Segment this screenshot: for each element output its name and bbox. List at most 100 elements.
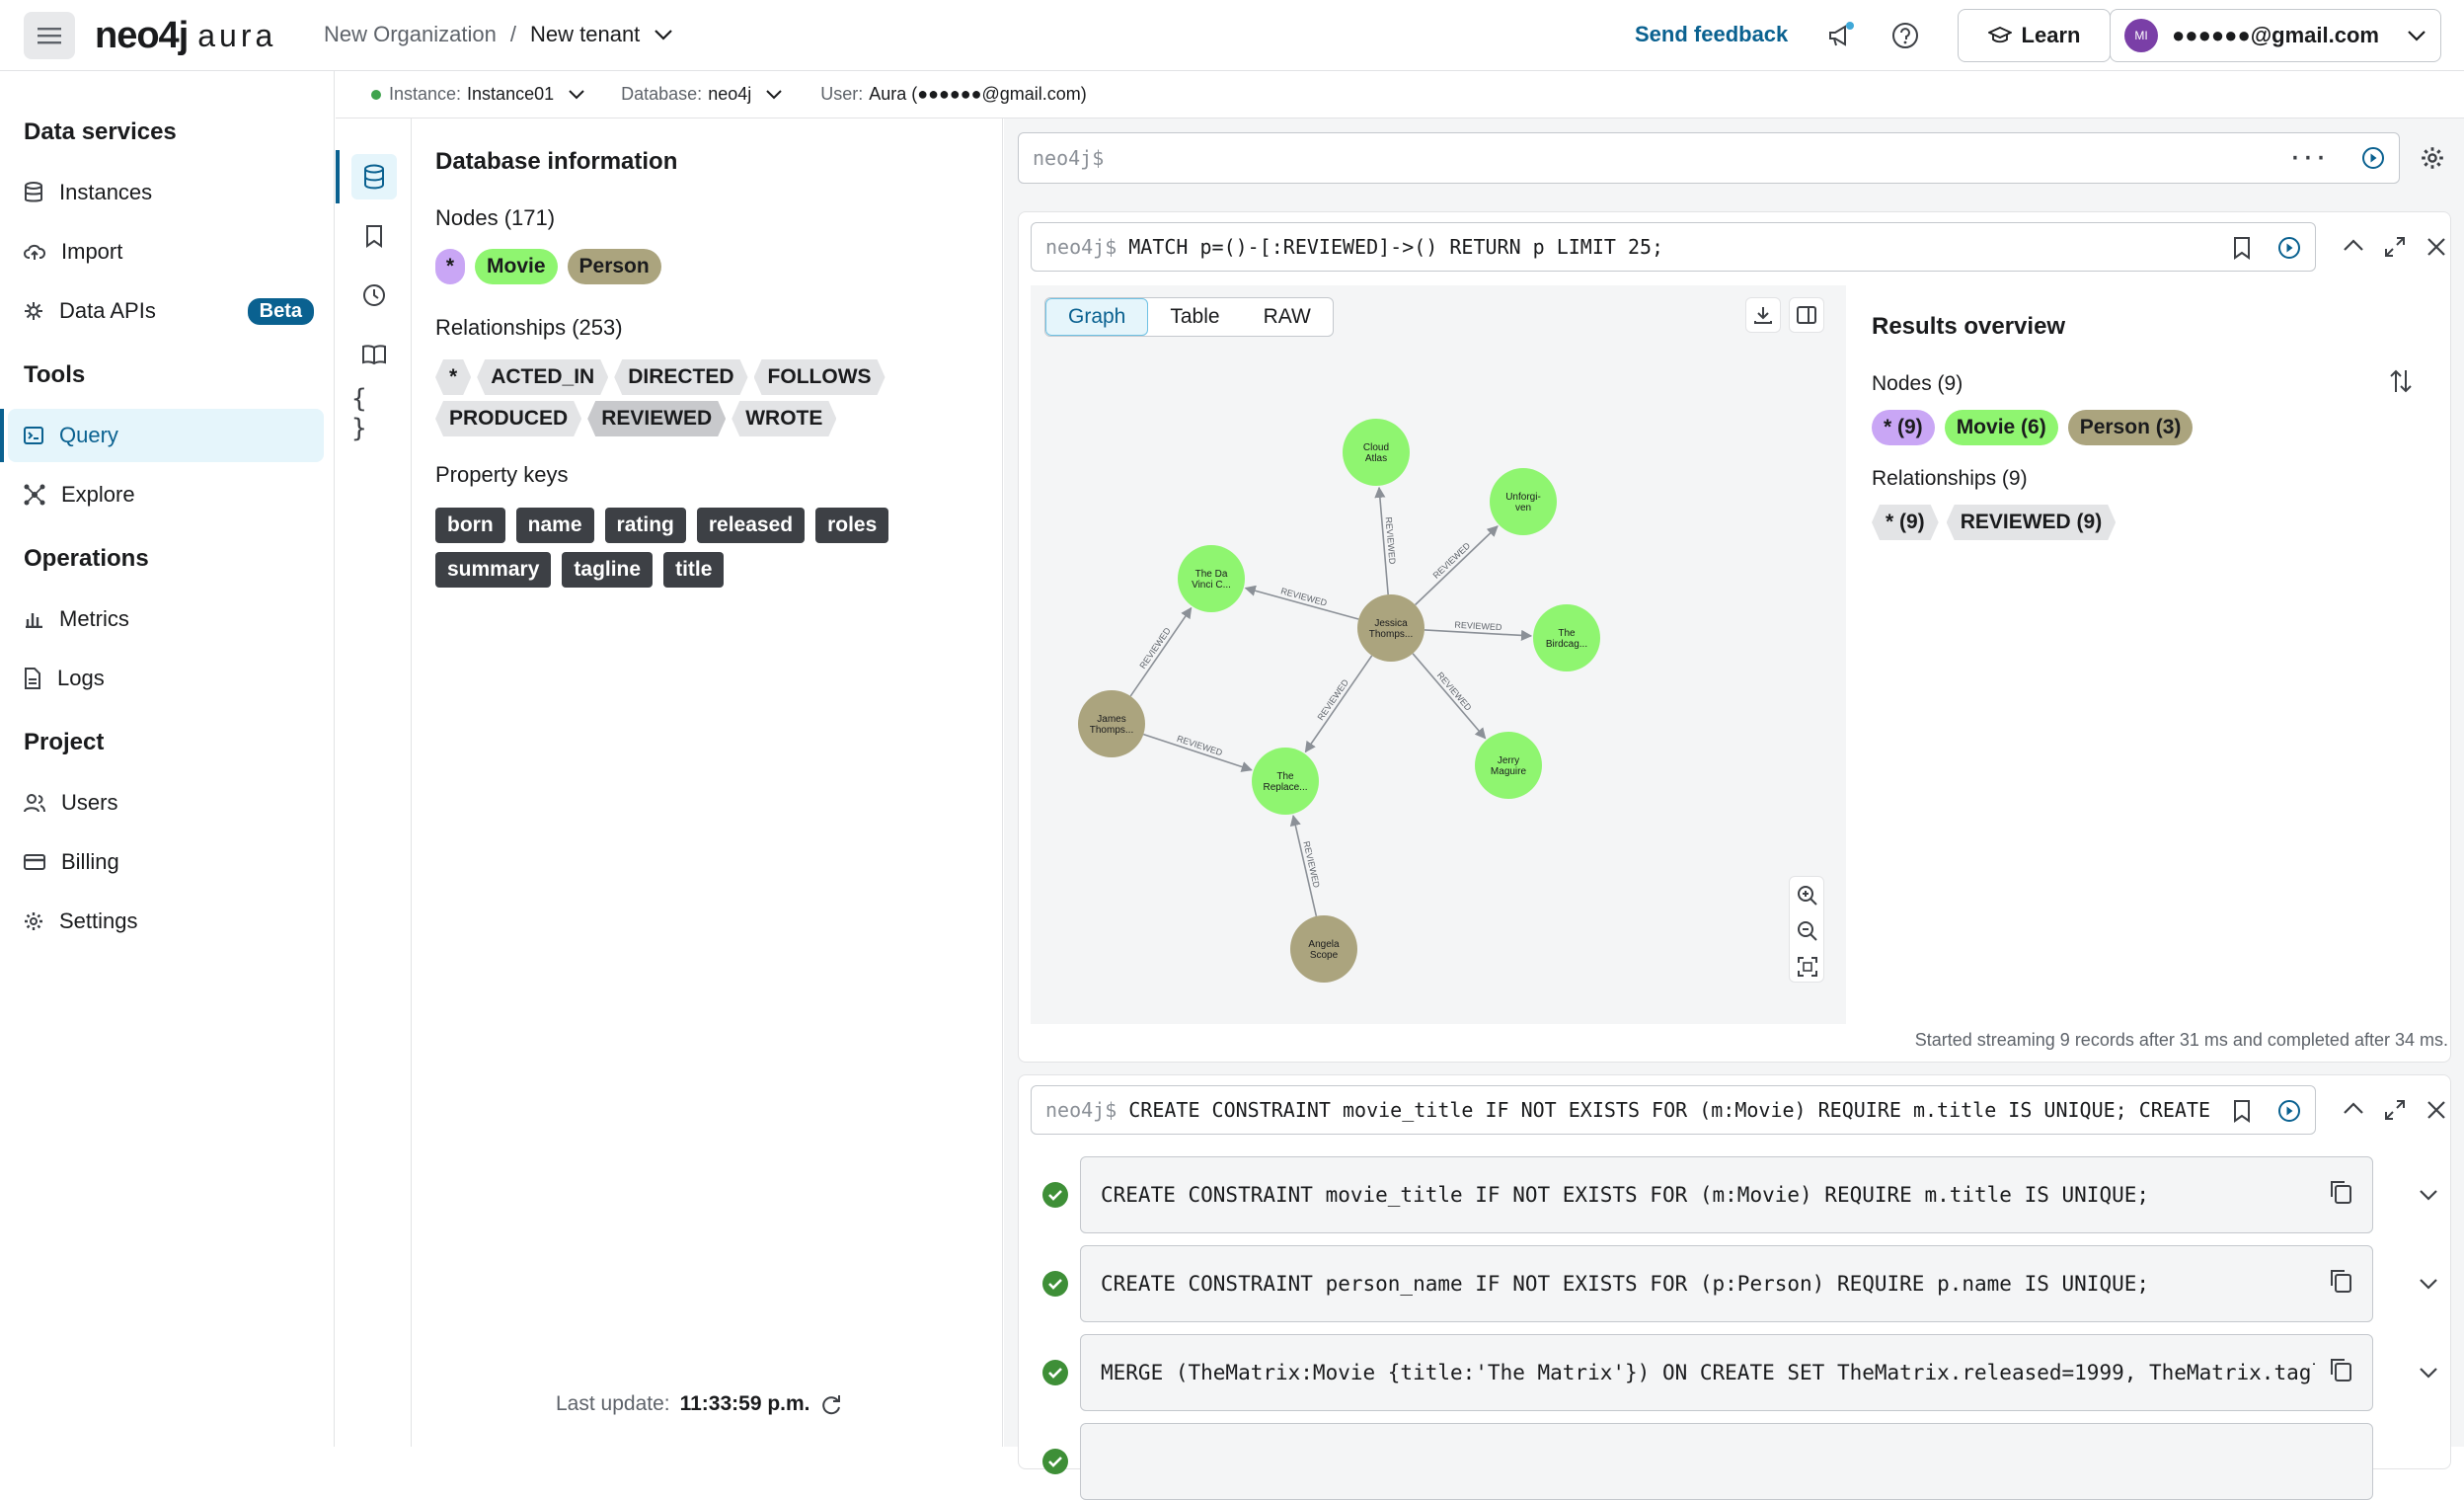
sidebar-item-import[interactable]: Import	[8, 225, 324, 278]
chevron-down-icon[interactable]	[654, 29, 673, 40]
sidebar-item-explore[interactable]: Explore	[8, 468, 324, 521]
statement-code[interactable]: CREATE CONSTRAINT movie_title IF NOT EXI…	[1080, 1156, 2373, 1233]
rel-type-chip[interactable]: DIRECTED	[614, 359, 747, 395]
breadcrumb-org[interactable]: New Organization	[324, 22, 497, 46]
node-label-pill[interactable]: *	[435, 249, 465, 284]
graph-visualization[interactable]: REVIEWED REVIEWED REVIEWED REVIEWED REVIEWED…	[1031, 285, 1846, 1024]
relationship-edge[interactable]: REVIEWED	[1244, 585, 1359, 620]
statement-code[interactable]	[1080, 1423, 2373, 1500]
tab-raw[interactable]: RAW	[1263, 305, 1311, 328]
tab-graph[interactable]: Graph	[1045, 298, 1149, 336]
property-key-chip[interactable]: title	[663, 552, 725, 588]
rail-guides[interactable]	[351, 332, 397, 377]
rel-type-chip[interactable]: *	[435, 359, 471, 395]
run-icon[interactable]	[2361, 146, 2385, 170]
user-menu[interactable]: MI ●●●●●●@gmail.com	[2110, 9, 2441, 62]
rail-history[interactable]	[351, 273, 397, 318]
run-icon[interactable]	[2277, 236, 2301, 260]
rel-type-chip[interactable]: WROTE	[732, 401, 836, 436]
zoom-out-icon[interactable]	[1797, 920, 1818, 942]
cypher-editor[interactable]: neo4j$ ···	[1018, 132, 2400, 184]
rail-saved-cypher[interactable]	[351, 213, 397, 259]
property-key-chip[interactable]: name	[515, 508, 594, 543]
chevron-down-icon[interactable]	[765, 89, 783, 100]
node-label-pill[interactable]: Person (3)	[2067, 410, 2194, 445]
node-label-pill[interactable]: Person	[567, 249, 661, 284]
property-key-chip[interactable]: released	[696, 508, 806, 543]
relationship-edge[interactable]: REVIEWED	[1129, 606, 1193, 697]
node-label-pill[interactable]: * (9)	[1872, 410, 1935, 445]
copy-icon[interactable]	[2329, 1268, 2352, 1294]
copy-icon[interactable]	[2329, 1179, 2352, 1205]
node-label-pill[interactable]: Movie (6)	[1944, 410, 2058, 445]
chevron-down-icon[interactable]	[2419, 1278, 2438, 1290]
more-options-icon[interactable]: ···	[2288, 146, 2328, 170]
menu-button[interactable]	[24, 12, 75, 59]
sidebar-item-data-apis[interactable]: Data APIs Beta	[8, 284, 324, 338]
rel-type-chip[interactable]: * (9)	[1872, 505, 1939, 540]
logo[interactable]: neo4j aura	[95, 14, 276, 57]
graph-node-jessica[interactable]: JessicaThomps...	[1357, 594, 1424, 662]
bookmark-icon[interactable]	[2232, 236, 2252, 260]
zoom-in-icon[interactable]	[1797, 885, 1818, 907]
download-button[interactable]	[1745, 297, 1781, 333]
gear-icon[interactable]	[2421, 146, 2444, 170]
fit-to-screen-icon[interactable]	[1797, 956, 1818, 978]
sidebar-item-instances[interactable]: Instances	[8, 166, 324, 219]
sidebar-item-query[interactable]: Query	[0, 409, 324, 462]
refresh-icon[interactable]	[820, 1393, 842, 1415]
chevron-down-icon[interactable]	[2419, 1189, 2438, 1201]
property-key-chip[interactable]: roles	[815, 508, 889, 543]
relationship-edge[interactable]: REVIEWED	[1374, 486, 1398, 595]
sidebar-item-metrics[interactable]: Metrics	[8, 592, 324, 646]
node-label-pill[interactable]: Movie	[475, 249, 558, 284]
rail-database-info[interactable]	[351, 154, 397, 199]
sort-icon[interactable]	[2389, 368, 2413, 394]
breadcrumb-tenant[interactable]: New tenant	[530, 22, 641, 46]
relationship-edge[interactable]: REVIEWED	[1424, 620, 1533, 642]
expand-icon[interactable]	[2384, 236, 2406, 258]
statement-code[interactable]: MERGE (TheMatrix:Movie {title:'The Matri…	[1080, 1334, 2373, 1411]
chevron-up-icon[interactable]	[2343, 238, 2364, 252]
tab-table[interactable]: Table	[1170, 305, 1220, 328]
frame-query[interactable]: neo4j$ MATCH p=()-[:REVIEWED]->() RETURN…	[1031, 222, 2316, 272]
rel-type-chip[interactable]: ACTED_IN	[477, 359, 608, 395]
rail-parameters[interactable]: { }	[351, 384, 397, 443]
chevron-up-icon[interactable]	[2343, 1101, 2364, 1115]
relationship-edge[interactable]: REVIEWED	[1289, 814, 1322, 917]
property-key-chip[interactable]: summary	[435, 552, 552, 588]
property-key-chip[interactable]: tagline	[562, 552, 654, 588]
announcements-button[interactable]	[1820, 16, 1860, 55]
relationship-edge[interactable]: REVIEWED	[1304, 655, 1373, 753]
bookmark-icon[interactable]	[2232, 1099, 2252, 1123]
sidebar-item-settings[interactable]: Settings	[8, 895, 324, 948]
frame-query[interactable]: neo4j$ CREATE CONSTRAINT movie_title IF …	[1031, 1085, 2316, 1135]
statement-code[interactable]: CREATE CONSTRAINT person_name IF NOT EXI…	[1080, 1245, 2373, 1322]
send-feedback-link[interactable]: Send feedback	[1635, 22, 1789, 46]
learn-button[interactable]: Learn	[1958, 9, 2111, 62]
chevron-down-icon[interactable]	[2419, 1367, 2438, 1379]
expand-icon[interactable]	[2384, 1099, 2406, 1121]
sidebar-item-logs[interactable]: Logs	[8, 652, 324, 705]
database-selector[interactable]: neo4j	[708, 84, 752, 104]
sidebar-item-users[interactable]: Users	[8, 776, 324, 829]
rel-type-chip[interactable]: REVIEWED (9)	[1947, 505, 2117, 540]
close-icon[interactable]	[2426, 237, 2446, 257]
chevron-down-icon[interactable]	[568, 89, 585, 100]
property-key-chip[interactable]: rating	[604, 508, 686, 543]
sidebar-item-billing[interactable]: Billing	[8, 835, 324, 889]
toggle-panel-button[interactable]	[1789, 297, 1824, 333]
graph-node-james[interactable]: JamesThomps...	[1078, 690, 1145, 757]
graph-node-unforgiven[interactable]: Unforgi-ven	[1490, 468, 1557, 535]
rel-type-chip[interactable]: REVIEWED	[587, 401, 726, 436]
copy-icon[interactable]	[2329, 1357, 2352, 1382]
graph-node-birdcage[interactable]: TheBirdcag...	[1533, 604, 1600, 671]
run-icon[interactable]	[2277, 1099, 2301, 1123]
relationship-edge[interactable]: REVIEWED	[1415, 525, 1499, 606]
relationship-edge[interactable]: REVIEWED	[1143, 734, 1253, 772]
graph-node-replacements[interactable]: TheReplace...	[1252, 748, 1319, 815]
